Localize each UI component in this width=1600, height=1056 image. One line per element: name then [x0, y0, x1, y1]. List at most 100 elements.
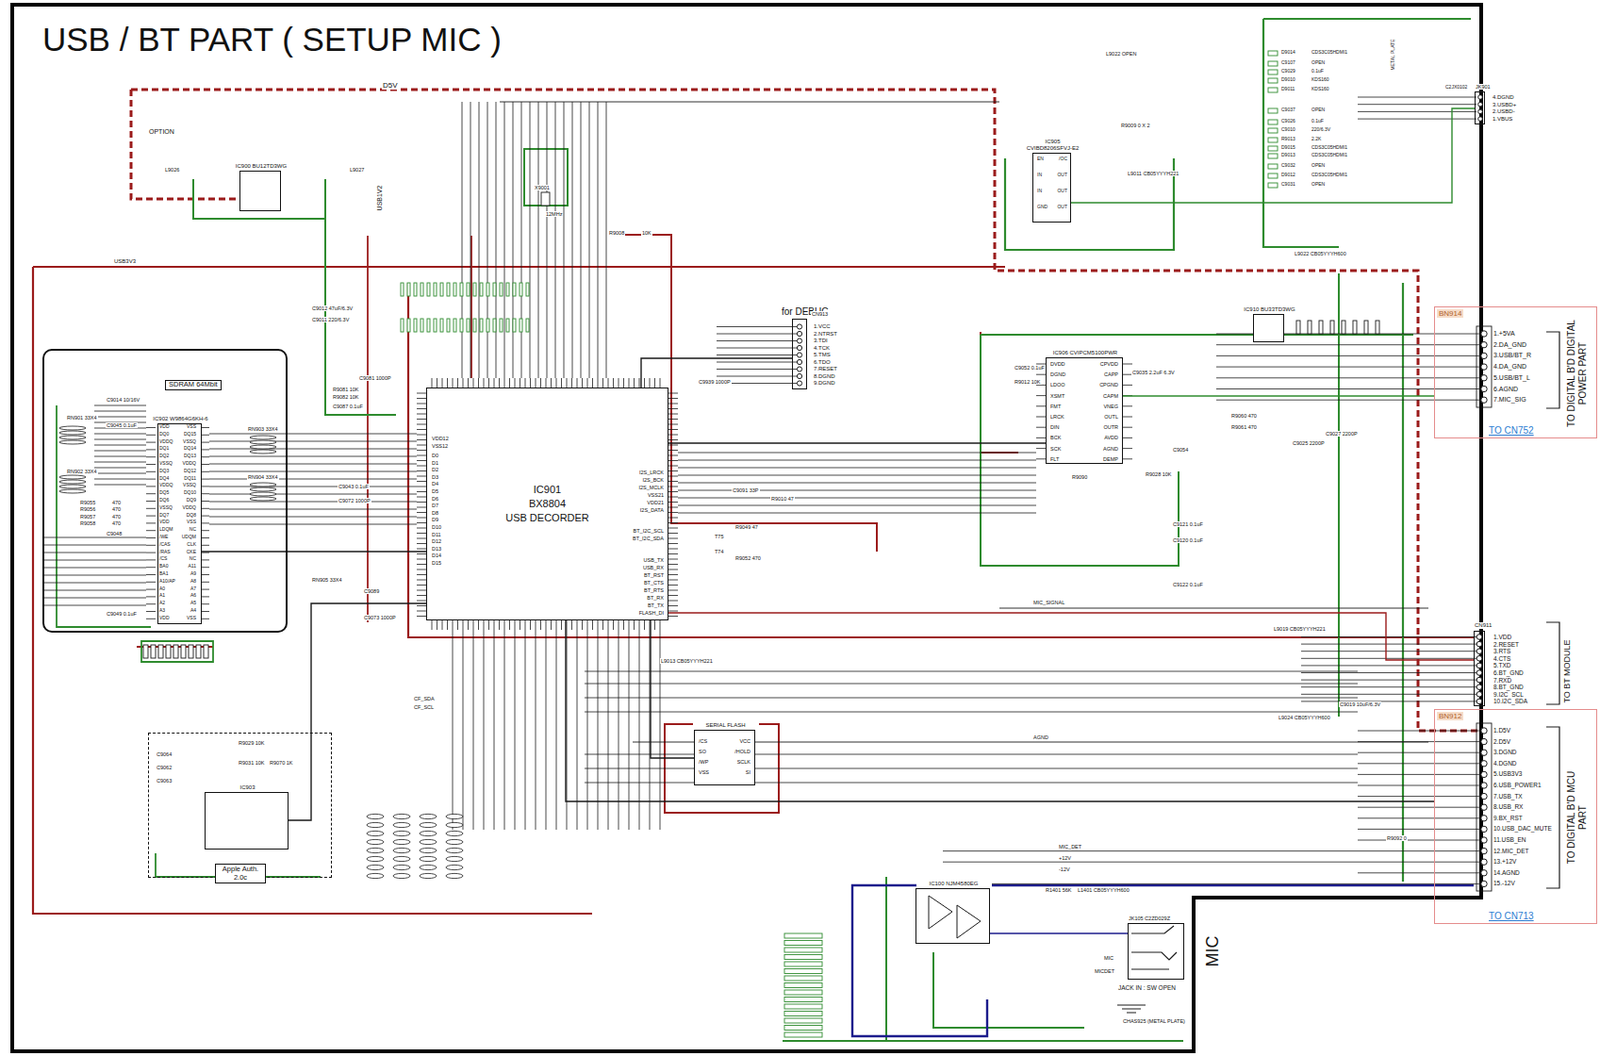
part-label: C9122 0.1uF — [1171, 581, 1205, 588]
part-label: USB3V3 — [113, 258, 137, 265]
part-label: R9056 — [79, 506, 97, 512]
pin-circle — [796, 345, 802, 350]
resistor-symbol — [433, 318, 437, 332]
resistor-symbol — [466, 282, 470, 297]
part-label: BT_RX — [645, 594, 665, 601]
part-label: D2 — [430, 466, 440, 473]
part-label: EN — [1036, 156, 1045, 163]
node-text: MIC — [1204, 936, 1221, 968]
part-label: OPTION — [148, 128, 176, 136]
resistor-array — [419, 856, 437, 861]
part-label: OUT — [1055, 172, 1069, 179]
part-label: 1.D5V — [1492, 726, 1512, 734]
pin-circle — [796, 330, 802, 336]
component-symbol — [1268, 137, 1278, 143]
part-label: BT_I2C_SDA — [631, 535, 665, 542]
resistor-symbol — [486, 318, 490, 332]
part-label: 470 — [111, 520, 122, 527]
pin-circle — [1476, 684, 1483, 691]
part-label: VDDQ — [181, 461, 198, 467]
part-label: R9060 470 — [1230, 412, 1258, 419]
part-label: 3.TDI — [812, 337, 829, 345]
pin-circle — [1478, 95, 1484, 100]
wire — [980, 334, 1179, 566]
part-label: SCLK — [736, 758, 752, 765]
node-title: JK901 — [1475, 83, 1491, 90]
pin-circle — [1481, 385, 1487, 392]
part-label: 3.USBD+ — [1491, 101, 1518, 109]
node-title: IC901 — [533, 482, 561, 497]
pin-circle — [1476, 670, 1483, 677]
part-label: A5 — [189, 600, 198, 607]
part-label: D7 — [430, 502, 440, 509]
resistor-symbol — [413, 282, 417, 297]
pin-circle — [1476, 698, 1483, 705]
part-label: RN902 33X4 — [65, 468, 99, 475]
part-label: USB1V2 — [376, 184, 384, 213]
wire — [94, 405, 147, 485]
pin-circle — [1481, 880, 1487, 887]
capacitor-symbol — [784, 1032, 823, 1038]
part-label: 2.D5V — [1492, 738, 1512, 745]
part-label: A1 — [158, 593, 166, 599]
resistor-symbol — [440, 318, 444, 332]
part-label: VDD — [158, 424, 171, 430]
resistor-symbol — [413, 318, 417, 332]
part-label: SO — [697, 748, 708, 755]
part-label: /WP — [697, 758, 710, 765]
part-label: VSS — [185, 519, 198, 526]
part-label: 13.+12V — [1492, 857, 1518, 865]
part-label: C9049 0.1uF — [105, 610, 138, 617]
wire — [452, 629, 660, 830]
resistor-symbol — [460, 282, 463, 297]
wire — [942, 851, 1358, 885]
part-label: 9.BX_RST — [1492, 814, 1524, 822]
signal-wire — [201, 550, 427, 552]
part-label: 1.+5VA — [1492, 329, 1517, 338]
wire — [141, 641, 214, 662]
power-bus — [131, 89, 1481, 731]
resistor-array — [59, 440, 86, 445]
wire — [999, 608, 1429, 610]
pin-circle — [1481, 749, 1487, 756]
component-symbol — [1268, 146, 1278, 151]
part-label: DVDD — [1049, 361, 1067, 367]
capacitor-symbol — [1296, 320, 1301, 334]
capacitor-symbol — [1364, 320, 1369, 334]
part-label: L9019 CB05YYYH221 — [1272, 626, 1327, 632]
capacitor-symbol — [1307, 320, 1312, 334]
resistor-array — [59, 430, 86, 435]
part-label: VSSQ — [181, 482, 198, 489]
connector-callout: BN914TO DIGITAL B'D DIGITAL POWER PARTTO… — [1434, 306, 1598, 439]
part-label: RN905 33X4 — [311, 577, 344, 583]
capacitor-symbol — [196, 644, 201, 659]
part-label: LDOO — [1049, 381, 1067, 388]
part-label: 1.VCC — [812, 323, 832, 330]
part-label: DQ7 — [158, 512, 170, 519]
node-title: BN912 — [1436, 711, 1464, 721]
pin-circle — [1481, 727, 1487, 734]
resistor-symbol — [499, 318, 503, 332]
part-label: /RAS — [158, 549, 172, 556]
resistor-symbol — [479, 282, 483, 297]
part-label: BT_I2C_SCL — [632, 527, 665, 534]
resistor-symbol — [427, 282, 430, 297]
resistor-symbol — [473, 318, 477, 332]
part-label: T74 — [713, 548, 725, 555]
wire — [499, 101, 1000, 103]
part-label: 15.-12V — [1492, 879, 1517, 887]
pin-circle — [1481, 771, 1487, 777]
part-label: D9013 — [1280, 152, 1297, 159]
resistor-symbol — [420, 318, 424, 332]
part-label: 10.I2C_SDA — [1492, 697, 1529, 705]
crystal-symbol — [541, 192, 550, 206]
part-label: R9029 10K — [237, 740, 266, 746]
part-label: BT_RST — [643, 572, 665, 578]
part-label: TO BT MODULE — [1562, 638, 1572, 704]
part-label: XSMT — [1049, 393, 1066, 399]
part-label: R9010 47 — [770, 495, 795, 502]
part-label: C9087 0.1uF — [331, 403, 364, 410]
capacitor-symbol — [784, 1025, 823, 1031]
part-label: 8.BT_GND — [1492, 683, 1525, 691]
